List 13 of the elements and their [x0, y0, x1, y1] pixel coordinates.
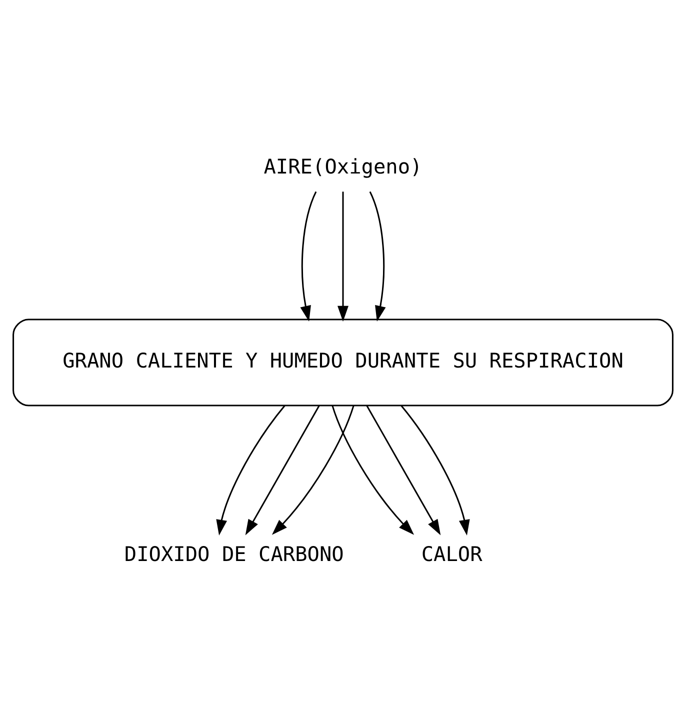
- node-text: DIOXIDO DE CARBONO: [124, 541, 344, 566]
- arrow: [366, 404, 441, 535]
- node-box: GRANO CALIENTE Y HUMEDO DURANTE SU RESPIRACION: [12, 318, 674, 406]
- arrow: [332, 404, 414, 534]
- arrow: [216, 404, 286, 535]
- arrow: [400, 404, 470, 535]
- arrow: [272, 404, 354, 534]
- node-text: CALOR: [421, 541, 482, 566]
- node-text: AIRE(Oxigeno): [264, 154, 422, 178]
- arrow: [300, 190, 317, 322]
- arrow: [338, 191, 348, 322]
- arrow: [369, 190, 386, 322]
- arrow: [245, 404, 320, 535]
